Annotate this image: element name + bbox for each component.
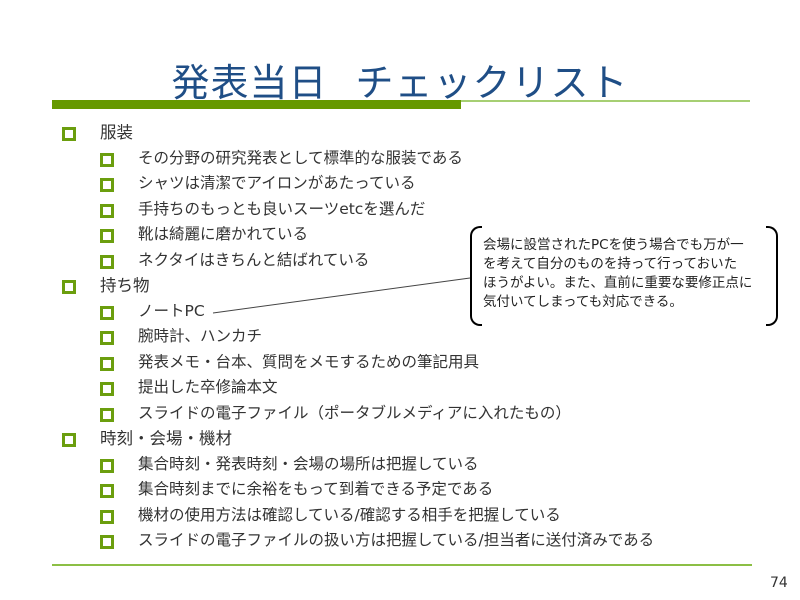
checkbox-icon: [100, 535, 114, 549]
list-item: 機材の使用方法は確認している/確認する相手を把握している: [62, 503, 662, 529]
checklist: 服装 その分野の研究発表として標準的な服装である シャツは清潔でアイロンがあたっ…: [62, 120, 662, 554]
checkbox-icon: [100, 484, 114, 498]
page-number: 74: [770, 575, 788, 591]
checkbox-icon: [100, 356, 114, 371]
item-text: その分野の研究発表として標準的な服装である: [138, 148, 463, 167]
item-text: シャツは清潔でアイロンがあたっている: [138, 174, 416, 192]
checkbox-icon: [100, 152, 114, 167]
checkbox-icon: [62, 127, 76, 141]
list-item: 腕時計、ハンカチ: [62, 324, 662, 350]
item-text: 手持ちのもっとも良いスーツetcを選んだ: [138, 199, 426, 218]
list-item: その分野の研究発表として標準的な服装である: [62, 146, 662, 172]
checkbox-icon: [100, 203, 114, 218]
checkbox-icon: [100, 382, 114, 396]
callout-line: 会場に設営されたPCを使う場合でも万が一: [483, 237, 744, 253]
checkbox-icon: [100, 229, 114, 243]
title-underline-thick: [52, 100, 461, 109]
list-item: シャツは清潔でアイロンがあたっている: [62, 171, 662, 197]
bracket-left: [470, 226, 482, 326]
checkbox-icon: [100, 407, 114, 422]
section-time-venue-equipment: 時刻・会場・機材: [62, 426, 662, 452]
callout-line: ほうがよい。また、直前に重要な要修正点に: [483, 275, 753, 291]
checkbox-icon: [62, 433, 76, 447]
bracket-right: [766, 226, 778, 326]
callout-note: 会場に設営されたPCを使う場合でも万が一 を考えて自分のものを持って行っておいた…: [470, 226, 778, 326]
section-label: 持ち物: [100, 276, 150, 295]
item-text: スライドの電子ファイル（ポータブルメディアに入れたもの）: [138, 403, 571, 422]
list-item: 提出した卒修論本文: [62, 375, 662, 401]
item-text: 提出した卒修論本文: [138, 378, 278, 396]
item-text: ノートPC: [138, 301, 205, 320]
list-item: スライドの電子ファイルの扱い方は把握している/担当者に送付済みである: [62, 528, 662, 554]
list-item: ノートPC: [62, 299, 662, 325]
list-item: 集合時刻・発表時刻・会場の場所は把握している: [62, 452, 662, 478]
callout-line: 気付いてしまっても対応できる。: [483, 294, 683, 310]
section-label: 時刻・会場・機材: [100, 429, 232, 448]
list-item: 発表メモ・台本、質問をメモするための筆記用具: [62, 350, 662, 376]
list-item: スライドの電子ファイル（ポータブルメディアに入れたもの）: [62, 401, 662, 427]
item-text: 機材の使用方法は確認している/確認する相手を把握している: [138, 505, 561, 524]
item-text: 腕時計、ハンカチ: [138, 327, 263, 345]
checkbox-icon: [100, 331, 114, 345]
checkbox-icon: [100, 305, 114, 320]
slide-title: 発表当日チェックリスト: [0, 52, 800, 107]
item-text: スライドの電子ファイルの扱い方は把握している/担当者に送付済みである: [138, 531, 655, 549]
section-label: 服装: [100, 123, 133, 142]
item-text: ネクタイはきちんと結ばれている: [138, 250, 370, 269]
title-sub: チェックリスト: [355, 61, 629, 105]
section-belongings: 持ち物: [62, 273, 662, 299]
item-text: 集合時刻までに余裕をもって到着できる予定である: [138, 480, 494, 498]
list-item: ネクタイはきちんと結ばれている: [62, 248, 662, 274]
list-item: 靴は綺麗に磨かれている: [62, 222, 662, 248]
checkbox-icon: [100, 509, 114, 524]
checkbox-icon: [100, 458, 114, 473]
checkbox-icon: [100, 254, 114, 269]
checkbox-icon: [62, 280, 76, 294]
list-item: 集合時刻までに余裕をもって到着できる予定である: [62, 477, 662, 503]
callout-line: を考えて自分のものを持って行っておいた: [483, 256, 738, 272]
section-clothing: 服装: [62, 120, 662, 146]
item-text: 集合時刻・発表時刻・会場の場所は把握している: [138, 454, 479, 473]
footer-rule: [52, 564, 752, 566]
title-main: 発表当日: [171, 61, 328, 105]
item-text: 発表メモ・台本、質問をメモするための筆記用具: [138, 352, 480, 371]
callout-text: 会場に設営されたPCを使う場合でも万が一 を考えて自分のものを持って行っておいた…: [483, 236, 773, 312]
item-text: 靴は綺麗に磨かれている: [138, 225, 309, 243]
checkbox-icon: [100, 178, 114, 192]
list-item: 手持ちのもっとも良いスーツetcを選んだ: [62, 197, 662, 223]
